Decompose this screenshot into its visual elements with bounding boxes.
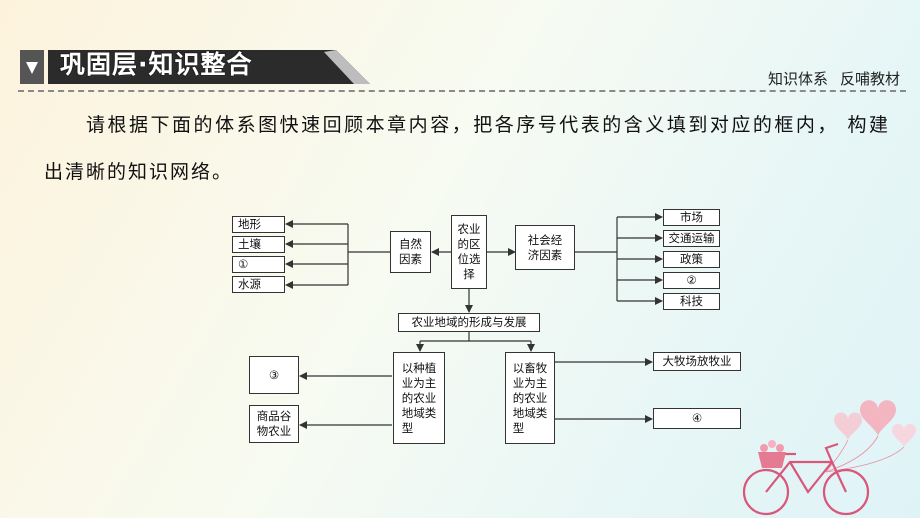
- bicycle-balloon-decoration: [742, 400, 916, 516]
- socio-economic-box: 社会经 济因素: [515, 225, 575, 270]
- section-banner: [20, 50, 370, 84]
- socio-item-label: 交通运输: [668, 231, 715, 245]
- crop-item-blank-3: ③: [249, 356, 299, 394]
- socio-item-blank-2: ②: [663, 272, 720, 289]
- natural-item-label: 地形: [238, 217, 261, 231]
- location-choice-box: 农业 的区 位选 择: [451, 215, 487, 289]
- natural-item-soil: 土壤: [232, 236, 285, 253]
- down-arrow-icon: [26, 62, 38, 74]
- crop-based-label: 以种植 业为主 的农业 地域类 型: [401, 360, 437, 435]
- livestock-item-label: ④: [691, 411, 703, 425]
- section-subtitle: 知识体系反哺教材: [768, 68, 900, 89]
- socio-economic-label: 社会经 济因素: [527, 232, 563, 262]
- socio-item-policy: 政策: [663, 251, 720, 268]
- dashed-divider: [18, 90, 906, 92]
- crop-item-label: ③: [268, 367, 280, 382]
- instruction-text: 请根据下面的体系图快速回顾本章内容，把各序号代表的含义填到对应的框内， 构建出清…: [44, 114, 890, 183]
- livestock-item-label: 大牧场放牧业: [662, 354, 732, 368]
- natural-factors-box: 自然 因素: [390, 231, 431, 273]
- location-choice-label: 农业 的区 位选 择: [457, 222, 481, 281]
- natural-item-blank-1: ①: [232, 256, 285, 273]
- natural-item-label: 土壤: [238, 237, 261, 251]
- heart-balloon-icon: [834, 400, 916, 447]
- natural-factors-label: 自然 因素: [399, 237, 422, 266]
- natural-item-label: ①: [238, 257, 249, 271]
- subtitle-knowledge-system: 知识体系: [767, 70, 828, 88]
- livestock-item-ranching: 大牧场放牧业: [653, 352, 741, 371]
- flower-basket-icon: [758, 440, 786, 468]
- formation-label: 农业地域的形成与发展: [411, 315, 527, 329]
- natural-item-terrain: 地形: [232, 216, 285, 233]
- socio-item-market: 市场: [663, 209, 720, 226]
- socio-item-label: 政策: [680, 252, 703, 266]
- socio-item-label: 科技: [680, 294, 703, 308]
- socio-item-label: ②: [686, 273, 697, 287]
- crop-item-label: 商品谷 物农业: [256, 409, 292, 438]
- crop-based-box: 以种植 业为主 的农业 地域类 型: [393, 352, 445, 444]
- natural-item-water: 水源: [232, 276, 285, 293]
- crop-item-commercial-grain: 商品谷 物农业: [249, 405, 299, 443]
- subtitle-textbook: 反哺教材: [839, 70, 900, 88]
- natural-item-label: 水源: [238, 277, 261, 291]
- socio-item-technology: 科技: [663, 293, 720, 310]
- section-title: 巩固层·知识整合: [60, 50, 253, 79]
- livestock-based-box: 以畜牧 业为主 的农业 地域类 型: [505, 352, 555, 444]
- bicycle-icon: [742, 442, 870, 516]
- livestock-based-label: 以畜牧 业为主 的农业 地域类 型: [512, 360, 548, 435]
- formation-box: 农业地域的形成与发展: [398, 313, 540, 332]
- socio-item-transport: 交通运输: [663, 230, 720, 247]
- socio-item-label: 市场: [680, 210, 703, 224]
- livestock-item-blank-4: ④: [653, 408, 741, 429]
